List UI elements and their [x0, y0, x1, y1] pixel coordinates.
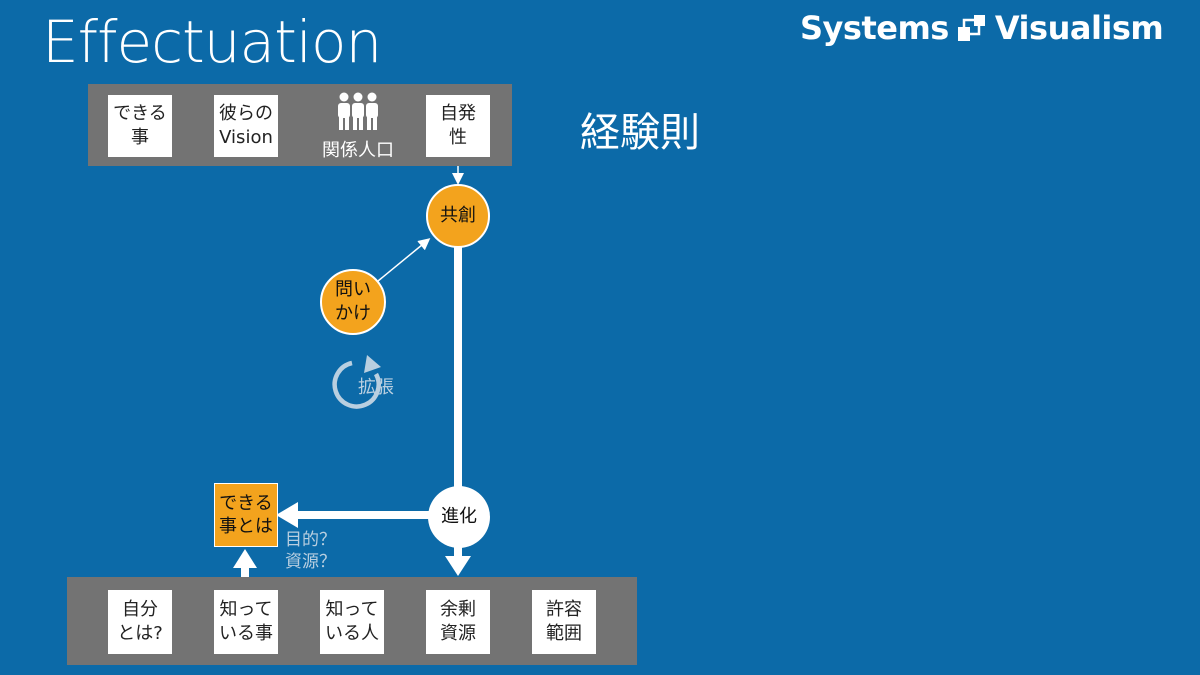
- line-cocreation-to-evolution: [454, 246, 462, 488]
- brand-name-right: Visualism: [994, 9, 1164, 47]
- brand-name-left: Systems: [800, 9, 949, 47]
- arrow-questioning-to-cocreation: [377, 238, 431, 282]
- card-who-am-i: 自分 とは?: [108, 590, 172, 654]
- card-what-i-know: 知って いる事: [214, 590, 278, 654]
- cycle-arrow-icon: [332, 355, 381, 409]
- arrowhead-up-to-whatcando: [233, 549, 257, 568]
- rule-of-thumb-label: 経験則: [580, 110, 700, 156]
- related-population-label: 関係人口: [322, 140, 394, 161]
- brand-logo: Systems Visualism: [800, 8, 1164, 48]
- line-bottom-to-whatcando: [241, 566, 249, 578]
- purpose-resource-note: 目的？ 資源？: [285, 530, 336, 572]
- expansion-label: 拡張: [358, 377, 394, 398]
- slide-title: Effectuation: [42, 8, 382, 76]
- people-group-icon: [338, 92, 378, 130]
- node-cocreation: 共創: [426, 184, 490, 248]
- card-their-vision: 彼らの Vision: [214, 95, 278, 157]
- line-evolution-to-whatcando: [296, 511, 430, 519]
- card-acceptable-range: 許容 範囲: [532, 590, 596, 654]
- card-spontaneity: 自発 性: [426, 95, 490, 157]
- card-what-i-can-do: できる 事: [108, 95, 172, 157]
- related-population: 関係人口: [306, 92, 410, 161]
- arrowhead-to-bottom-bar: [445, 556, 471, 576]
- card-who-i-know: 知って いる人: [320, 590, 384, 654]
- line-evolution-to-bottom: [454, 543, 462, 559]
- box-what-can-do: できる 事とは: [214, 483, 278, 547]
- arrowhead-to-whatcando: [276, 502, 298, 528]
- node-evolution: 進化: [428, 486, 490, 548]
- systems-visualism-logo-icon: [957, 15, 985, 41]
- card-surplus-resources: 余剰 資源: [426, 590, 490, 654]
- node-questioning: 問い かけ: [320, 269, 386, 335]
